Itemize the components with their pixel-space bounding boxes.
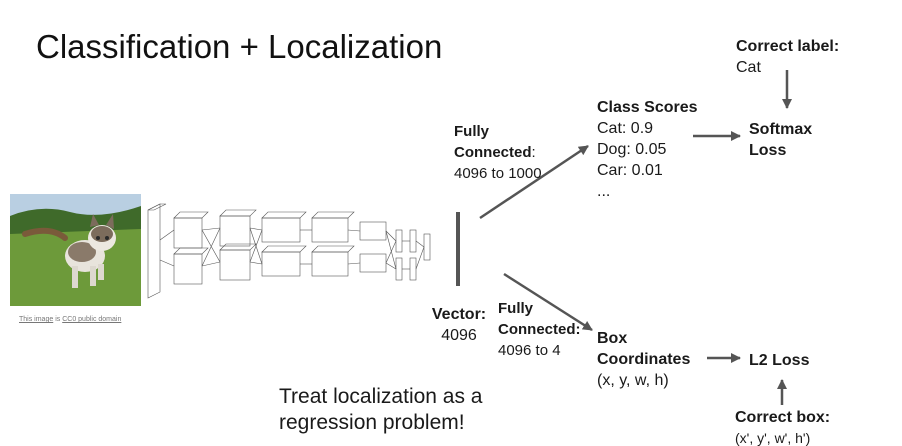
correct-label-block: Correct label: Cat bbox=[736, 36, 839, 78]
fc-top-dims: 4096 to 1000 bbox=[454, 165, 542, 182]
correct-label-title: Correct label: bbox=[736, 38, 840, 55]
fc-bottom-line2: Connected: bbox=[498, 321, 581, 338]
image-credit: This image is CC0 public domain bbox=[19, 316, 121, 323]
class-scores-block: Class Scores Cat: 0.9 Dog: 0.05 Car: 0.0… bbox=[597, 97, 698, 202]
class-score-ellipsis: ... bbox=[597, 183, 611, 200]
regression-note-line2: regression problem! bbox=[279, 411, 465, 434]
feature-vector-bar bbox=[456, 212, 460, 286]
vector-size: 4096 bbox=[441, 327, 477, 344]
l2-loss-label: L2 Loss bbox=[749, 352, 810, 369]
cat-photo bbox=[10, 194, 141, 306]
image-credit-link[interactable]: This image bbox=[19, 316, 54, 323]
fc-top-line1: Fully bbox=[454, 123, 490, 140]
regression-note: Treat localization as a regression probl… bbox=[279, 384, 483, 436]
alexnet-architecture-diagram bbox=[147, 203, 431, 299]
softmax-loss-block: Softmax Loss bbox=[749, 119, 812, 161]
box-coords-line2: Coordinates bbox=[597, 351, 691, 368]
image-credit-is: is bbox=[55, 316, 61, 323]
image-credit-license-link[interactable]: CC0 public domain bbox=[62, 316, 122, 323]
class-score-dog: Dog: 0.05 bbox=[597, 141, 667, 158]
fc-top-line2: Connected bbox=[454, 144, 532, 161]
fc-top-label: Fully Connected: 4096 to 1000 bbox=[454, 121, 542, 184]
fc-bottom-line1: Fully bbox=[498, 300, 534, 317]
correct-box-title: Correct box: bbox=[735, 409, 831, 426]
class-score-car: Car: 0.01 bbox=[597, 162, 663, 179]
vector-label: Vector: bbox=[431, 306, 487, 323]
regression-note-line1: Treat localization as a bbox=[279, 385, 483, 408]
softmax-line2: Loss bbox=[749, 142, 787, 159]
correct-box-values: (x', y', w', h') bbox=[735, 430, 811, 446]
softmax-line1: Softmax bbox=[749, 121, 813, 138]
box-coordinates-block: Box Coordinates (x, y, w, h) bbox=[597, 328, 690, 391]
box-coords-line1: Box bbox=[597, 330, 628, 347]
class-score-cat: Cat: 0.9 bbox=[597, 120, 654, 137]
fc-bottom-label: Fully Connected: 4096 to 4 bbox=[498, 298, 581, 361]
fc-top-colon: : bbox=[531, 144, 536, 161]
vector-block: Vector: 4096 bbox=[427, 304, 491, 346]
slide-title: Classification + Localization bbox=[36, 28, 443, 65]
class-scores-title: Class Scores bbox=[597, 99, 698, 116]
correct-label-value: Cat bbox=[736, 59, 761, 76]
box-coords-values: (x, y, w, h) bbox=[597, 372, 669, 389]
fc-bottom-dims: 4096 to 4 bbox=[498, 342, 561, 359]
